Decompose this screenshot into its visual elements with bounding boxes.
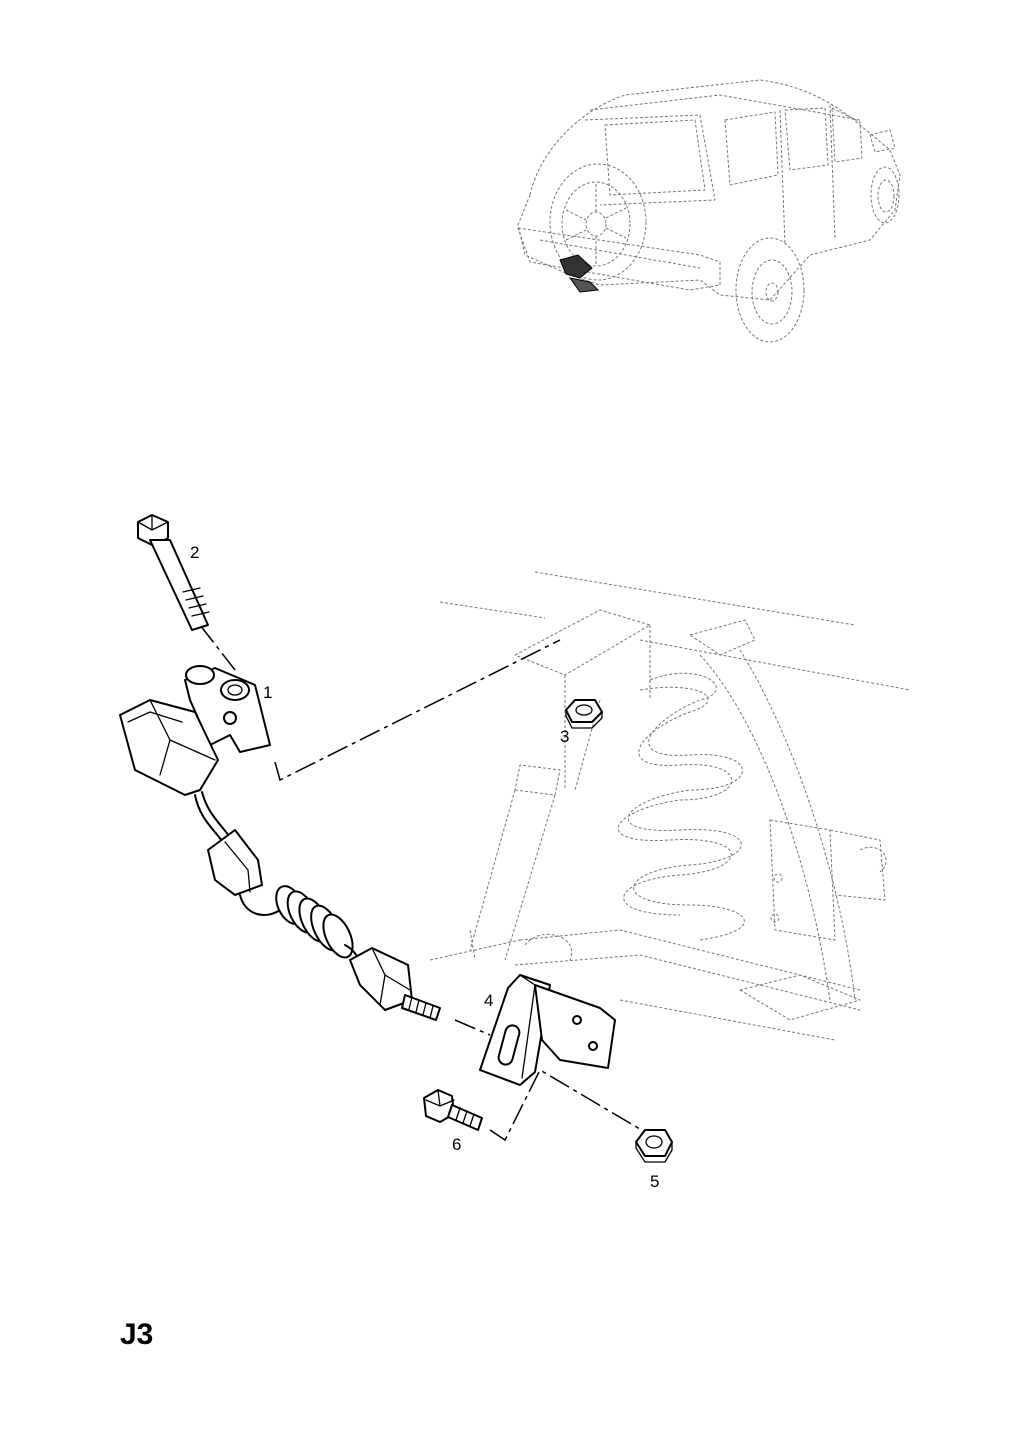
sensor-part-1 — [119, 665, 441, 1021]
coil-spring-illustration — [617, 672, 745, 941]
callout-label-4: 4 — [484, 991, 493, 1010]
vehicle-overview-illustration — [517, 79, 901, 343]
callout-label-6: 6 — [452, 1135, 461, 1154]
component-location-marker — [559, 254, 600, 293]
callout-label-1: 1 — [263, 683, 272, 702]
spare-wheel-icon — [549, 163, 647, 281]
nut-part-3 — [565, 699, 603, 729]
bolt-part-6 — [423, 1089, 483, 1131]
leader-lines — [199, 624, 651, 1142]
coiled-cable-illustration — [275, 885, 354, 959]
nut-part-5 — [635, 1129, 673, 1163]
callout-label-2: 2 — [190, 543, 199, 562]
rear-wheel-icon — [735, 237, 805, 343]
chassis-background-illustration — [429, 571, 911, 1041]
callout-label-3: 3 — [560, 727, 569, 746]
front-wheel-icon — [870, 166, 900, 224]
bolt-part-2 — [137, 514, 210, 631]
page-code-label: J3 — [120, 1318, 154, 1351]
callout-label-5: 5 — [650, 1172, 659, 1191]
bracket-part-4 — [479, 974, 616, 1086]
